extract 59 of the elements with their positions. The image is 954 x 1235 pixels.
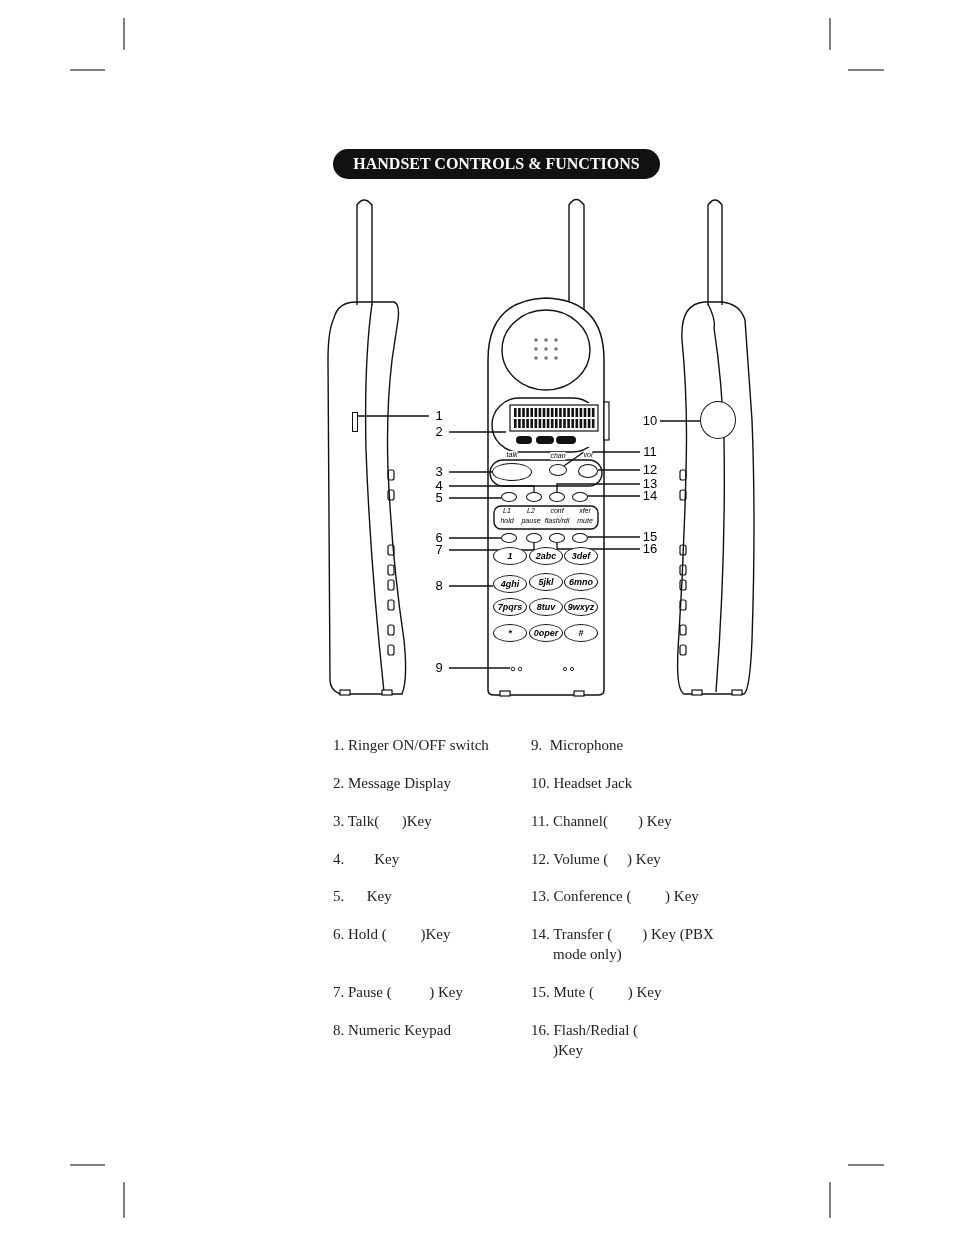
legend-item: 3. Talk( )Key <box>333 812 433 831</box>
function-key <box>549 533 565 543</box>
callout-number: 8 <box>430 579 448 593</box>
callout-number: 13 <box>641 477 659 491</box>
function-key <box>572 492 588 502</box>
callout-number: 16 <box>641 542 659 556</box>
legend-item: 16. Flash/Redial ( )Key <box>531 1021 640 1060</box>
legend-item: 10. Headset Jack <box>531 774 634 793</box>
callout-number: 10 <box>641 414 659 428</box>
leader-line <box>587 536 641 538</box>
callout-number: 7 <box>430 543 448 557</box>
leader-line <box>659 420 701 422</box>
callout-number: 1 <box>430 409 448 423</box>
leader-line <box>597 469 641 471</box>
leader-line <box>448 431 507 433</box>
legend-item: 5. Key <box>333 887 393 906</box>
function-key <box>501 492 517 502</box>
leader-line <box>448 471 493 473</box>
function-key <box>501 533 517 543</box>
callout-number: 2 <box>430 425 448 439</box>
callout-number: 15 <box>641 530 659 544</box>
legend-item: 8. Numeric Keypad <box>333 1021 452 1040</box>
leader-line <box>563 451 641 467</box>
section-heading: HANDSET CONTROLS & FUNCTIONS <box>333 149 660 179</box>
leader-line <box>556 483 641 493</box>
legend-item: 2. Message Display <box>333 774 452 793</box>
message-display <box>506 403 602 447</box>
callout-number: 3 <box>430 465 448 479</box>
headset-jack <box>700 401 736 439</box>
callout-number: 14 <box>641 489 659 503</box>
legend-item: 6. Hold ( )Key <box>333 925 452 944</box>
legend-item: 13. Conference ( ) Key <box>531 887 700 906</box>
function-key <box>526 533 542 543</box>
leader-line <box>448 667 511 669</box>
legend-item: 15. Mute ( ) Key <box>531 983 663 1002</box>
legend-item: 14. Transfer ( ) Key (PBX mode only) <box>531 925 715 964</box>
callout-number: 11 <box>641 445 659 459</box>
leader-line <box>357 415 430 417</box>
function-key <box>572 533 588 543</box>
legend-item: 11. Channel( ) Key <box>531 812 673 831</box>
legend-item: 7. Pause ( ) Key <box>333 983 464 1002</box>
leader-line <box>448 485 535 493</box>
legend-item: 9. Microphone <box>531 736 625 755</box>
leader-line <box>448 585 494 587</box>
callout-number: 5 <box>430 491 448 505</box>
leader-line <box>587 495 641 497</box>
callout-number: 6 <box>430 531 448 545</box>
callout-number: 9 <box>430 661 448 675</box>
ringer-switch <box>352 412 358 432</box>
leader-line <box>448 497 502 499</box>
callout-number: 4 <box>430 479 448 493</box>
legend-item: 1. Ringer ON/OFF switch <box>333 736 490 755</box>
legend-item: 4. Key <box>333 850 401 869</box>
function-key <box>549 492 565 502</box>
legend-item: 12. Volume ( ) Key <box>531 850 662 869</box>
leader-line <box>448 537 502 539</box>
callout-number: 12 <box>641 463 659 477</box>
microphone-holes <box>510 666 524 672</box>
function-key <box>526 492 542 502</box>
